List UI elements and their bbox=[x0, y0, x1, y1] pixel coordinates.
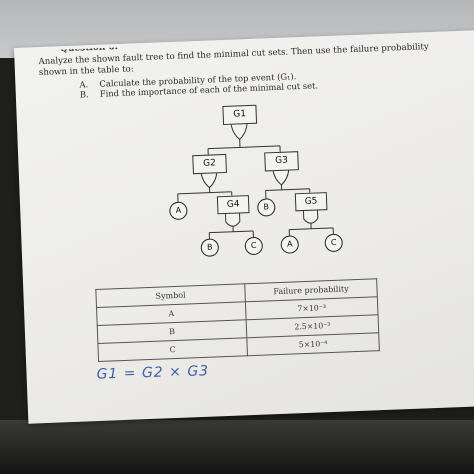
background-bottom bbox=[0, 420, 474, 474]
failure-probability-table: Symbol Failure probability A 7×10⁻³ B 2.… bbox=[95, 278, 380, 362]
probability-cell: 5×10⁻⁴ bbox=[246, 332, 380, 356]
g4-and-gate-icon bbox=[224, 211, 241, 227]
gate-g1: G1 bbox=[222, 104, 258, 126]
gate-g3: G3 bbox=[264, 151, 299, 172]
handwritten-note: G1 = G2 × G3 bbox=[96, 363, 210, 383]
gate-g5: G5 bbox=[294, 192, 328, 212]
g5-and-gate-icon bbox=[302, 208, 319, 224]
gate-g4: G4 bbox=[216, 195, 250, 215]
gate-g2: G2 bbox=[192, 153, 227, 175]
fault-tree-diagram bbox=[177, 120, 334, 239]
paper-sheet: Question 6: Analyze the shown fault tree… bbox=[14, 30, 474, 424]
